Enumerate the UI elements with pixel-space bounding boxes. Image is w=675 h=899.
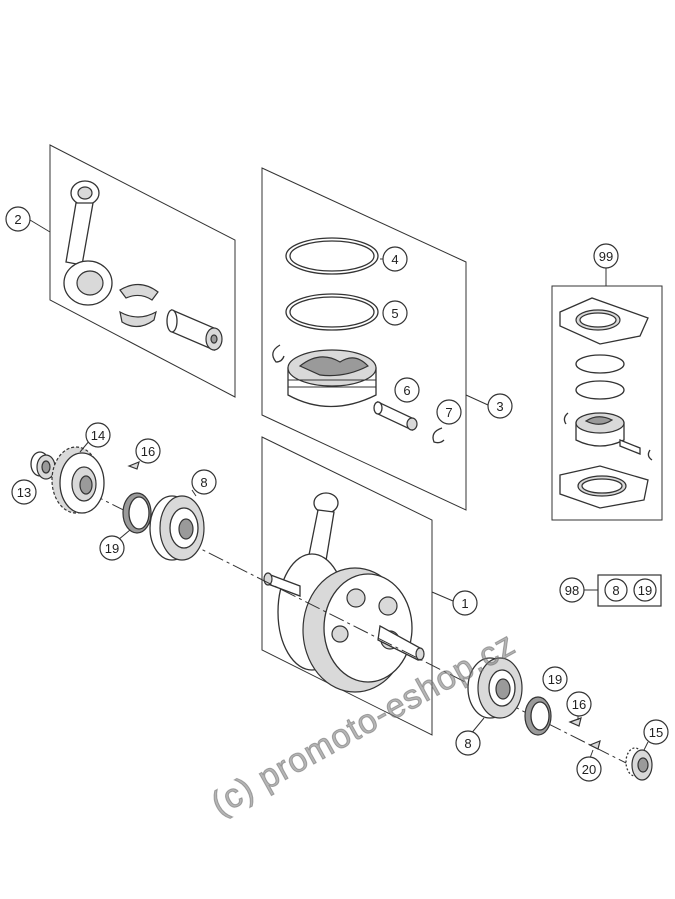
svg-text:99: 99 <box>599 249 613 264</box>
woodruff-key-part <box>588 740 601 750</box>
crankshaft-part <box>263 492 425 693</box>
svg-text:4: 4 <box>391 252 398 267</box>
callout-3: 3 <box>487 393 513 419</box>
callout-2: 2 <box>5 206 31 232</box>
connecting-rod-panel: 2 <box>5 144 236 398</box>
svg-text:19: 19 <box>548 672 562 687</box>
svg-text:15: 15 <box>649 725 663 740</box>
svg-text:14: 14 <box>91 428 105 443</box>
callout-20: 20 <box>576 756 602 782</box>
callout-7: 7 <box>436 399 462 425</box>
svg-text:16: 16 <box>141 444 155 459</box>
svg-text:1: 1 <box>461 596 468 611</box>
connecting-rod-part <box>63 180 113 306</box>
bearing-shell-part <box>119 283 159 328</box>
kit-98-group: 98 8 19 <box>559 574 662 607</box>
callout-13: 13 <box>11 479 37 505</box>
svg-text:13: 13 <box>17 485 31 500</box>
piston-part <box>287 349 377 408</box>
callout-19-right: 19 <box>542 666 568 692</box>
svg-text:8: 8 <box>612 583 619 598</box>
svg-text:2: 2 <box>14 212 21 227</box>
woodruff-key-part <box>568 717 582 727</box>
callout-16-lower: 16 <box>566 691 592 717</box>
callout-15: 15 <box>643 719 669 745</box>
callout-16-upper: 16 <box>135 438 161 464</box>
callout-19-left: 19 <box>99 535 125 561</box>
callout-5: 5 <box>382 300 408 326</box>
main-bearing-part <box>467 657 523 719</box>
shaft-seal-part <box>524 696 552 736</box>
svg-text:20: 20 <box>582 762 596 777</box>
callout-8-right: 8 <box>455 730 481 756</box>
svg-text:7: 7 <box>445 405 452 420</box>
svg-text:3: 3 <box>496 399 503 414</box>
drive-gear-part <box>625 747 653 781</box>
callout-8-left: 8 <box>191 469 217 495</box>
shaft-seal-part <box>122 492 152 534</box>
piston-pin-part <box>373 400 418 432</box>
callout-99: 99 <box>593 243 619 269</box>
svg-text:19: 19 <box>105 541 119 556</box>
piston-kit-panel: 99 <box>551 243 663 521</box>
crankshaft-panel: 1 <box>261 436 478 736</box>
woodruff-key-part <box>127 460 140 470</box>
main-bearing-part <box>149 495 205 561</box>
svg-text:16: 16 <box>572 697 586 712</box>
svg-text:5: 5 <box>391 306 398 321</box>
callout-98: 98 <box>559 577 585 603</box>
kit-item-8: 8 <box>604 578 628 602</box>
callout-4: 4 <box>382 246 408 272</box>
svg-text:98: 98 <box>565 583 579 598</box>
kit-item-19: 19 <box>633 578 657 602</box>
circlip-part <box>272 344 285 363</box>
svg-text:8: 8 <box>200 475 207 490</box>
svg-text:19: 19 <box>638 583 652 598</box>
piston-panel: 4 5 6 7 3 <box>261 167 513 511</box>
callout-1: 1 <box>452 590 478 616</box>
piston-pin-part <box>166 309 223 351</box>
callout-14: 14 <box>85 422 111 448</box>
callout-6: 6 <box>394 377 420 403</box>
svg-text:6: 6 <box>403 383 410 398</box>
gear-part <box>51 446 105 514</box>
nut-part <box>30 451 56 480</box>
svg-text:8: 8 <box>464 736 471 751</box>
